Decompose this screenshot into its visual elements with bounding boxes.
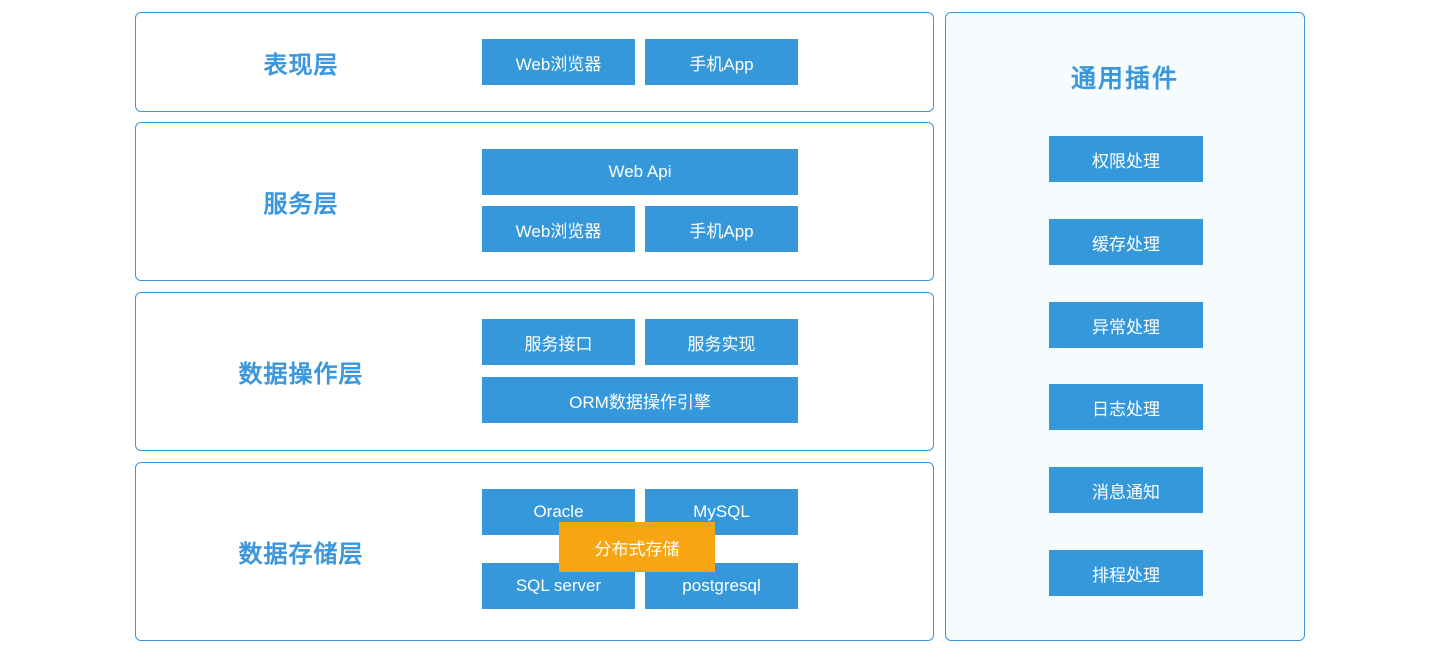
block-web-browser-service: Web浏览器 bbox=[482, 206, 635, 252]
block-orm-engine: ORM数据操作引擎 bbox=[482, 377, 798, 423]
block-sql-server: SQL server bbox=[482, 563, 635, 609]
plugin-block-cache: 缓存处理 bbox=[1049, 219, 1203, 265]
block-service-implementation: 服务实现 bbox=[645, 319, 798, 365]
layer-box-data-storage: 数据存储层 Oracle MySQL SQL server postgresql… bbox=[135, 462, 934, 641]
layer-box-service: 服务层 Web Api Web浏览器 手机App bbox=[135, 122, 934, 281]
block-mobile-app-service: 手机App bbox=[645, 206, 798, 252]
plugins-panel: 通用插件 权限处理 缓存处理 异常处理 日志处理 消息通知 排程处理 bbox=[945, 12, 1305, 641]
block-web-api: Web Api bbox=[482, 149, 798, 195]
layer-label-data-storage: 数据存储层 bbox=[238, 541, 364, 568]
block-oracle: Oracle bbox=[482, 489, 635, 535]
block-distributed-storage: 分布式存储 bbox=[559, 522, 715, 572]
plugin-block-message: 消息通知 bbox=[1049, 467, 1203, 513]
block-mobile-app: 手机App bbox=[645, 39, 798, 85]
block-postgresql: postgresql bbox=[645, 563, 798, 609]
block-service-interface: 服务接口 bbox=[482, 319, 635, 365]
block-web-browser: Web浏览器 bbox=[482, 39, 635, 85]
layer-label-presentation: 表现层 bbox=[263, 51, 339, 79]
plugins-panel-title: 通用插件 bbox=[1070, 65, 1179, 93]
plugin-block-exception: 异常处理 bbox=[1049, 302, 1203, 348]
layer-label-service: 服务层 bbox=[263, 191, 339, 218]
layer-box-data-operation: 数据操作层 服务接口 服务实现 ORM数据操作引擎 bbox=[135, 292, 934, 451]
plugin-block-permission: 权限处理 bbox=[1049, 136, 1203, 182]
layer-label-data-operation: 数据操作层 bbox=[238, 361, 364, 388]
plugin-block-log: 日志处理 bbox=[1049, 384, 1203, 430]
plugin-block-schedule: 排程处理 bbox=[1049, 550, 1203, 596]
layer-box-presentation: 表现层 Web浏览器 手机App bbox=[135, 12, 934, 112]
